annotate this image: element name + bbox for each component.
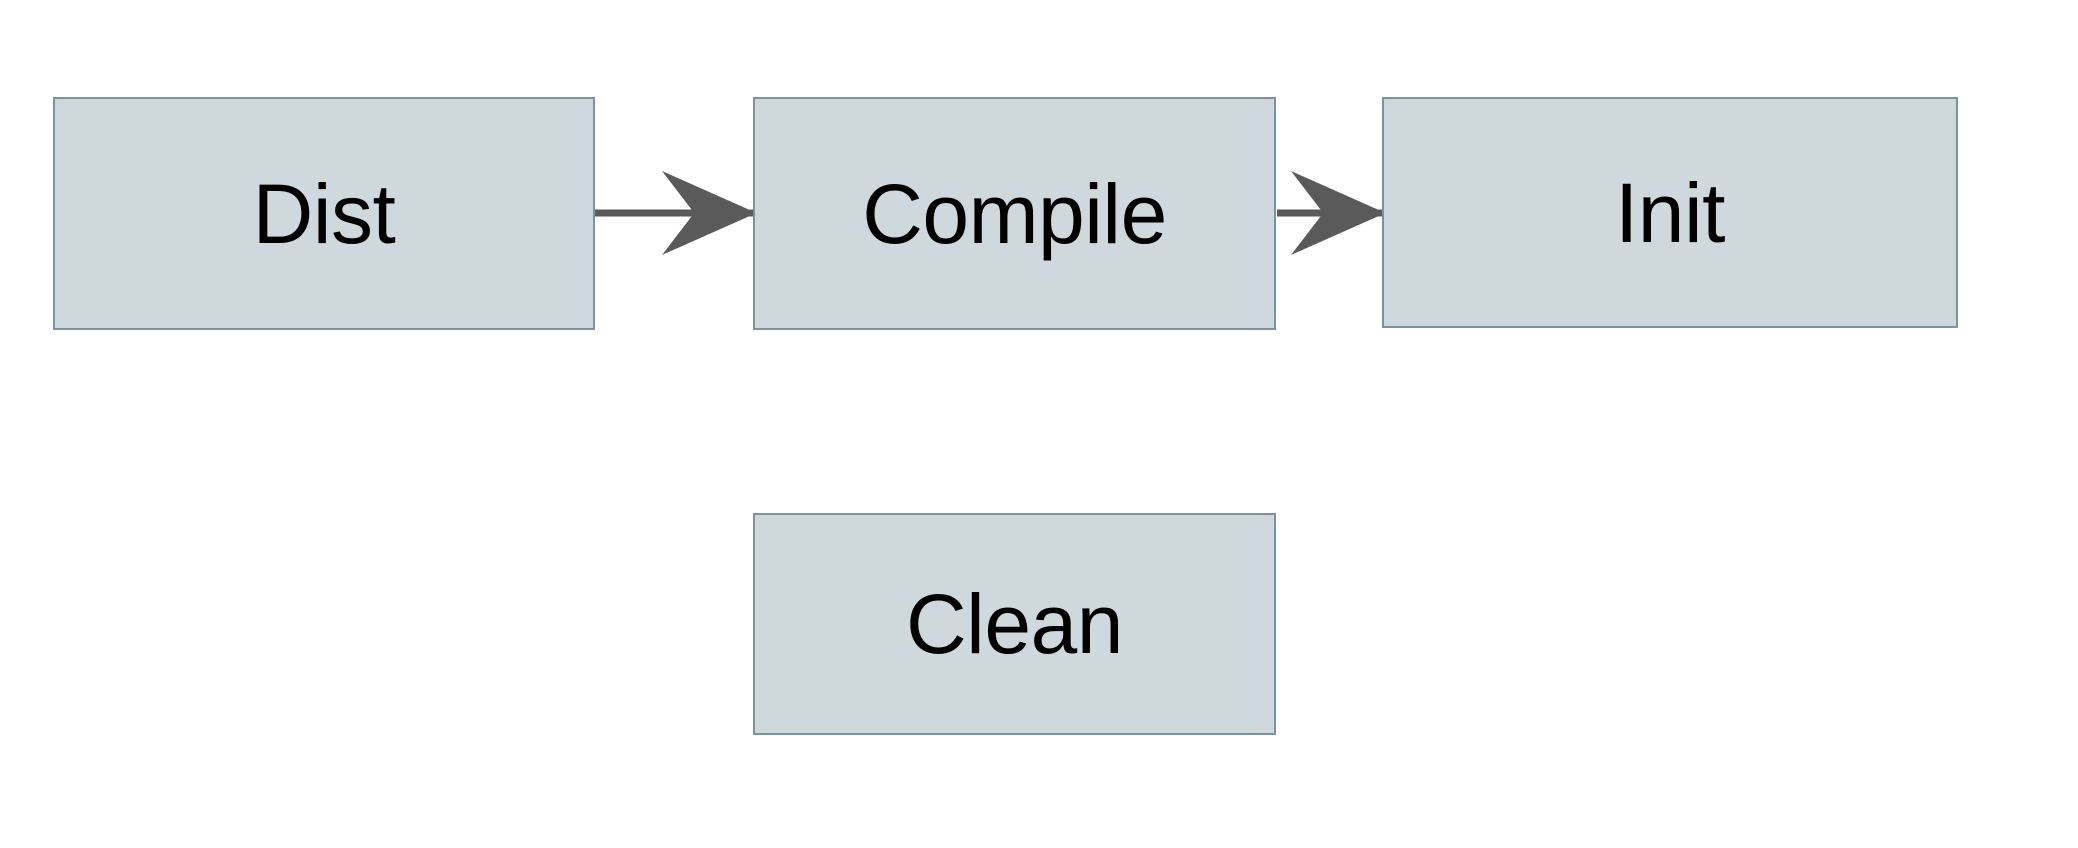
edge-compile-init-hitarea[interactable]: [1276, 196, 1384, 230]
node-dist[interactable]: Dist: [53, 97, 595, 330]
node-dist-label: Dist: [252, 166, 396, 261]
node-clean[interactable]: Clean: [753, 513, 1276, 735]
node-init[interactable]: Init: [1382, 97, 1958, 328]
node-compile-label: Compile: [862, 166, 1167, 261]
edge-dist-compile-hitarea[interactable]: [595, 196, 755, 230]
node-compile[interactable]: Compile: [753, 97, 1276, 330]
node-clean-label: Clean: [906, 577, 1123, 671]
node-init-label: Init: [1614, 165, 1726, 260]
